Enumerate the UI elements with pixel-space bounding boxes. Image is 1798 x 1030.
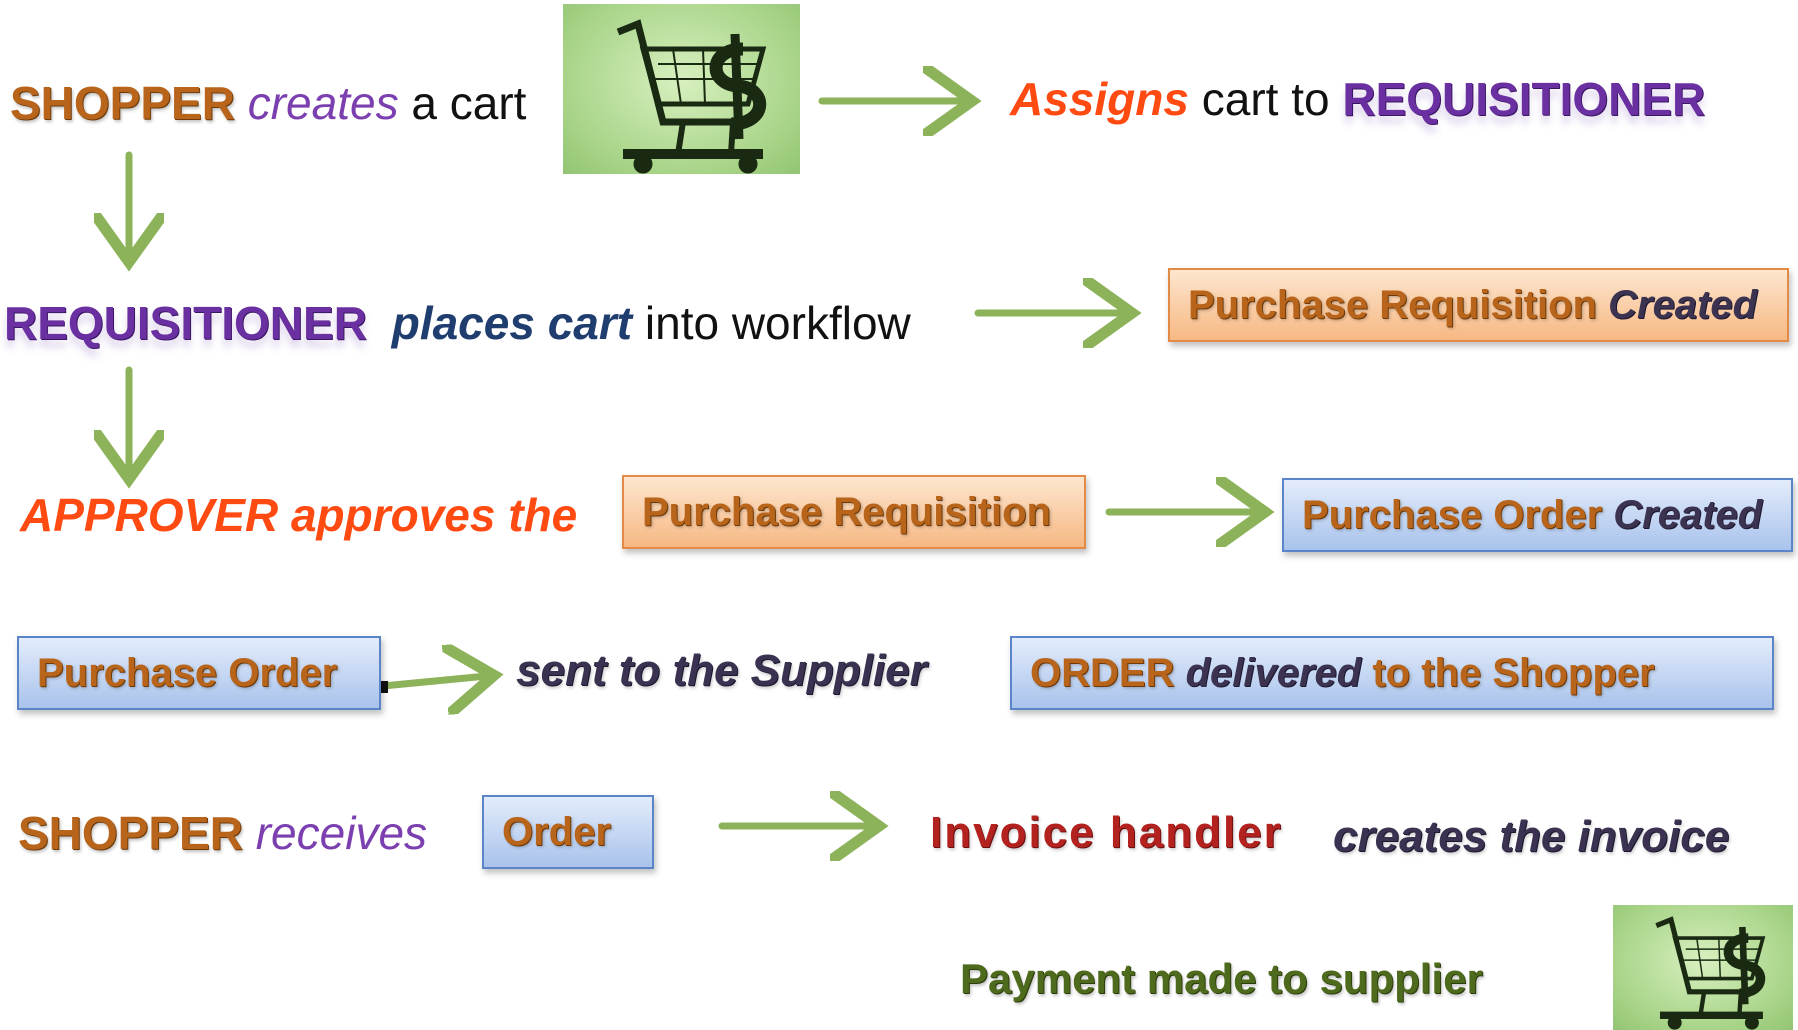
shopper-receives-label: SHOPPER [18,807,243,859]
requisitioner-label: REQUISITIONER [4,297,367,349]
assigns-verb: Assigns [1010,73,1189,125]
purchase-order-box: Purchase Order [17,636,381,710]
order-box: Order [482,795,654,869]
assigns-sentence: Assigns cart to REQUISITIONER [1010,72,1705,126]
requisitioner-target: REQUISITIONER [1342,73,1706,125]
shopper-label: SHOPPER [10,77,235,129]
purchase-requisition-box: Purchase Requisition [622,475,1086,549]
cart-to-text: cart to [1201,73,1330,125]
shopping-cart-dollar-icon [563,4,800,174]
row2-sentence: REQUISITIONER places cart into workflow [4,296,911,350]
receives-verb: receives [255,807,428,859]
row1-sentence: SHOPPER creates a cart [10,76,526,130]
arrow-po-to-supplier [379,676,487,686]
into-workflow-text: into workflow [644,297,911,349]
order-label: ORDER [1030,650,1175,695]
po-label: Purchase Order [37,650,338,695]
sent-to-supplier-text: sent to the Supplier [516,646,927,695]
a-cart-text: a cart [411,77,527,129]
po-created-label: Purchase Order [1302,492,1603,537]
invoice-handler-text: Invoice handler [930,808,1283,857]
shopping-cart-dollar-icon-small [1613,905,1793,1030]
payment-text: Payment made to supplier [960,955,1483,1002]
row5-sentence: SHOPPER receives [18,806,427,860]
pr-created-label: Purchase Requisition [1188,282,1597,327]
pr-created-em: Created [1608,282,1758,327]
po-created-em: Created [1613,492,1763,537]
order-box-label: Order [502,809,611,854]
approver-sentence: APPROVER approves the [20,489,578,541]
delivered-em: delivered [1185,650,1362,695]
pr-label: Purchase Requisition [642,489,1051,534]
to-shopper-label: to the Shopper [1372,650,1655,695]
order-delivered-box: ORDER delivered to the Shopper [1010,636,1774,710]
purchase-order-created-box: Purchase Order Created [1282,478,1793,552]
purchase-requisition-created-box: Purchase Requisition Created [1168,268,1789,342]
places-cart-verb: places cart [391,297,633,349]
creates-invoice-text: creates the invoice [1333,812,1730,861]
creates-verb: creates [247,77,399,129]
